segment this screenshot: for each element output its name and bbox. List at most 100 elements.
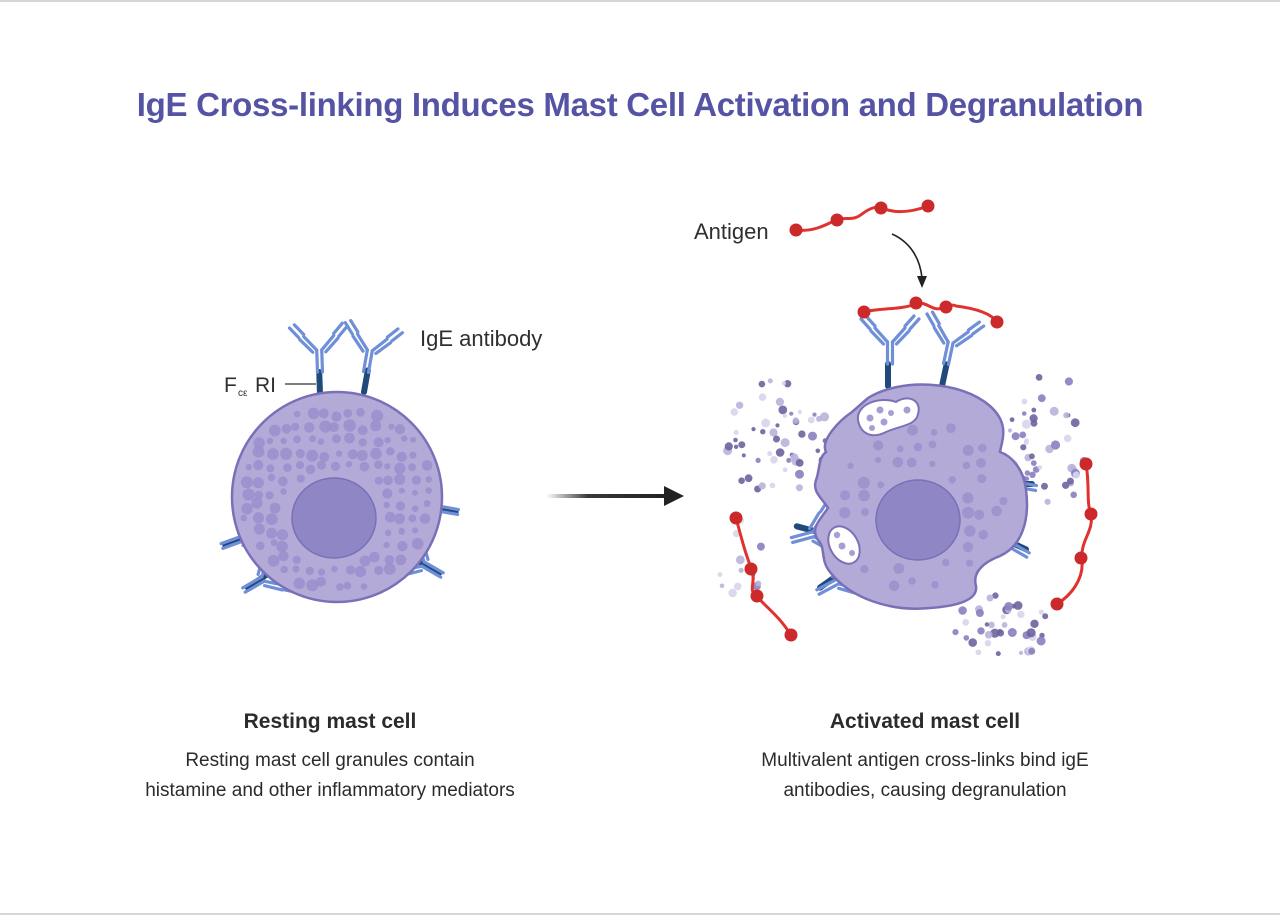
ige-antibody-icon	[287, 321, 351, 375]
granule	[267, 448, 279, 460]
antigen-chain	[795, 204, 929, 232]
granule	[241, 503, 253, 515]
activated-description-line: antibodies, causing degranulation	[783, 780, 1067, 801]
granule	[252, 512, 265, 524]
granule	[1018, 650, 1024, 656]
granule	[329, 422, 339, 433]
granule	[316, 460, 327, 470]
activated-mast-cell	[717, 296, 1098, 657]
transition-arrow	[546, 486, 684, 506]
activated-description: Multivalent antigen cross-links bind igE…	[650, 746, 1200, 806]
granule	[962, 444, 974, 456]
granule	[398, 487, 405, 494]
granule	[975, 609, 984, 617]
granule	[1036, 636, 1046, 646]
granule	[962, 541, 974, 553]
granule	[988, 621, 995, 629]
granule	[984, 622, 990, 627]
vesicle-left	[827, 525, 861, 565]
granule	[394, 462, 406, 475]
granule	[293, 577, 306, 590]
activated-nucleus	[875, 479, 961, 561]
granule	[411, 489, 418, 496]
granule	[769, 428, 778, 437]
granule	[330, 461, 341, 471]
granule	[374, 565, 384, 576]
granule	[319, 451, 330, 462]
granule	[411, 505, 419, 512]
granule	[962, 506, 975, 519]
resting-nucleus	[291, 477, 377, 559]
granule	[345, 565, 356, 575]
granule	[984, 631, 993, 639]
granule	[795, 484, 803, 492]
granule	[860, 565, 869, 574]
antigen-arrow-head-icon	[917, 276, 927, 288]
granule	[410, 436, 417, 443]
granule	[958, 606, 967, 615]
granule	[1070, 418, 1080, 428]
granule	[1038, 609, 1044, 615]
activated-granules	[839, 423, 1008, 592]
granule	[331, 411, 342, 422]
resting-mast-cell	[210, 318, 465, 617]
granule	[394, 424, 406, 435]
granule	[382, 488, 393, 499]
granule	[928, 440, 937, 449]
granule	[412, 527, 419, 534]
granule	[265, 513, 278, 525]
vesicle-top	[856, 397, 920, 437]
granule	[1000, 614, 1006, 620]
granule	[733, 437, 738, 443]
granule	[411, 475, 422, 485]
fceri-receptor	[319, 372, 320, 394]
granule	[356, 450, 368, 461]
resting-granules	[240, 407, 433, 592]
granule	[343, 408, 353, 418]
granule	[1070, 491, 1077, 499]
granule	[309, 435, 317, 443]
fceri-label-main: F	[224, 374, 237, 397]
frame-bottom-border	[0, 913, 1280, 915]
granule	[735, 401, 744, 409]
granule	[280, 437, 287, 445]
granule	[1026, 628, 1036, 638]
activated-description-line: Multivalent antigen cross-links bind igE	[761, 750, 1089, 771]
ige-antibody-label: IgE antibody	[420, 326, 542, 351]
granule	[819, 412, 830, 422]
granule	[738, 441, 746, 449]
resting-caption: Resting mast cell Resting mast cell gran…	[60, 710, 600, 806]
granule	[913, 442, 923, 452]
antigen-crosslink-top	[857, 296, 1004, 329]
granule	[384, 463, 391, 470]
resting-heading: Resting mast cell	[243, 710, 417, 733]
granule	[797, 409, 803, 414]
granule	[280, 565, 289, 574]
granule	[283, 463, 292, 472]
granule	[358, 438, 367, 447]
granule	[778, 405, 788, 415]
released-granules	[717, 374, 1088, 657]
granule	[335, 450, 343, 457]
granule	[1072, 471, 1080, 479]
granule	[281, 424, 292, 434]
granule	[369, 551, 380, 563]
granule	[307, 407, 320, 420]
granule	[266, 437, 274, 445]
granule	[991, 505, 1002, 517]
granule	[252, 477, 264, 489]
granule	[304, 422, 315, 433]
granule	[767, 451, 773, 457]
granule	[265, 491, 274, 500]
granule	[1028, 647, 1036, 655]
arrow-shaft	[546, 494, 666, 498]
granule	[319, 420, 332, 433]
granule	[873, 440, 884, 451]
granule	[751, 427, 756, 432]
granule	[383, 563, 396, 575]
granule	[411, 538, 424, 550]
granule	[1029, 471, 1036, 478]
granule	[1063, 412, 1070, 419]
granule	[738, 477, 745, 485]
granule	[783, 380, 792, 388]
